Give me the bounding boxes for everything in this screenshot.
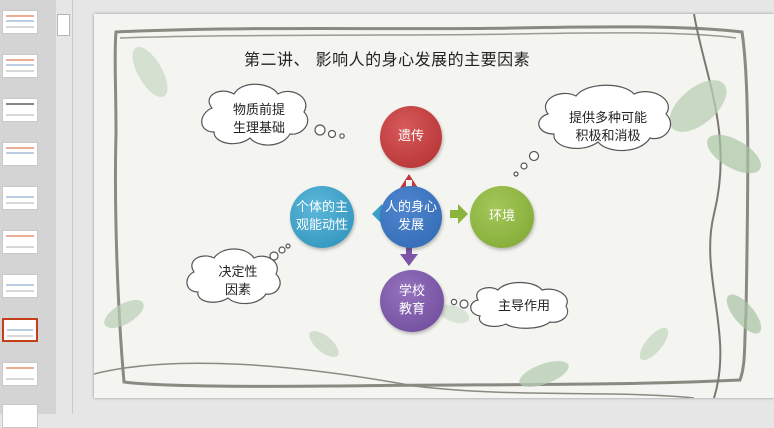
leaf (132, 47, 168, 97)
frame-border (113, 25, 750, 388)
leaf (104, 300, 144, 328)
center-circle-development[interactable]: 人的身心 发展 (380, 186, 442, 248)
scrollbar-thumb[interactable] (57, 14, 70, 36)
circle-school-education[interactable]: 学校 教育 (380, 270, 444, 332)
leaf (707, 134, 761, 174)
vine (94, 362, 695, 398)
slide-thumbnail[interactable] (2, 10, 38, 34)
cloud-callout (450, 281, 569, 329)
arrow-up (400, 174, 418, 188)
cloud-callout (201, 83, 345, 146)
slide-canvas[interactable]: 第二讲、 影响人的身心发展的主要因素 人的身心 发展 遗传 环境 学校 教育 个… (94, 14, 774, 398)
callout-agency-text[interactable]: 决定性 因素 (218, 265, 258, 298)
thumbnail-scrollbar[interactable] (56, 0, 72, 414)
slide-thumbnail[interactable] (2, 186, 38, 210)
callout-environment-text[interactable]: 提供多种可能 积极和消极 (568, 111, 647, 144)
leaf (639, 327, 669, 361)
leaf (309, 330, 339, 358)
circle-subjective-agency[interactable]: 个体的主 观能动性 (290, 186, 354, 248)
circle-environment[interactable]: 环境 (470, 186, 534, 248)
slide-thumbnail[interactable] (2, 404, 38, 428)
slide-thumbnail[interactable] (2, 274, 38, 298)
callout-heredity-text[interactable]: 物质前提 生理基础 (232, 103, 285, 136)
cloud-callout (513, 84, 672, 177)
leaf (519, 361, 569, 387)
arrow-down (400, 246, 418, 266)
pane-divider[interactable] (72, 0, 73, 414)
slide-title[interactable]: 第二讲、 影响人的身心发展的主要因素 (244, 50, 531, 69)
slide-decoration (94, 14, 762, 398)
leaf (726, 294, 762, 334)
cloud-callout (186, 243, 291, 305)
circle-heredity[interactable]: 遗传 (380, 106, 442, 168)
slide-thumbnail[interactable] (2, 230, 38, 254)
slide-thumbnail[interactable] (2, 98, 38, 122)
arrow-right (450, 204, 468, 224)
slide-thumbnail[interactable] (2, 362, 38, 386)
vine (693, 14, 722, 398)
slide-thumbnail-selected[interactable] (2, 318, 38, 342)
leaf (669, 80, 727, 132)
slide-thumbnail[interactable] (2, 54, 38, 78)
leaf (438, 304, 470, 324)
slide-thumbnail-pane[interactable] (0, 0, 56, 428)
slide-thumbnail[interactable] (2, 142, 38, 166)
callout-school-text[interactable]: 主导作用 (497, 299, 550, 314)
